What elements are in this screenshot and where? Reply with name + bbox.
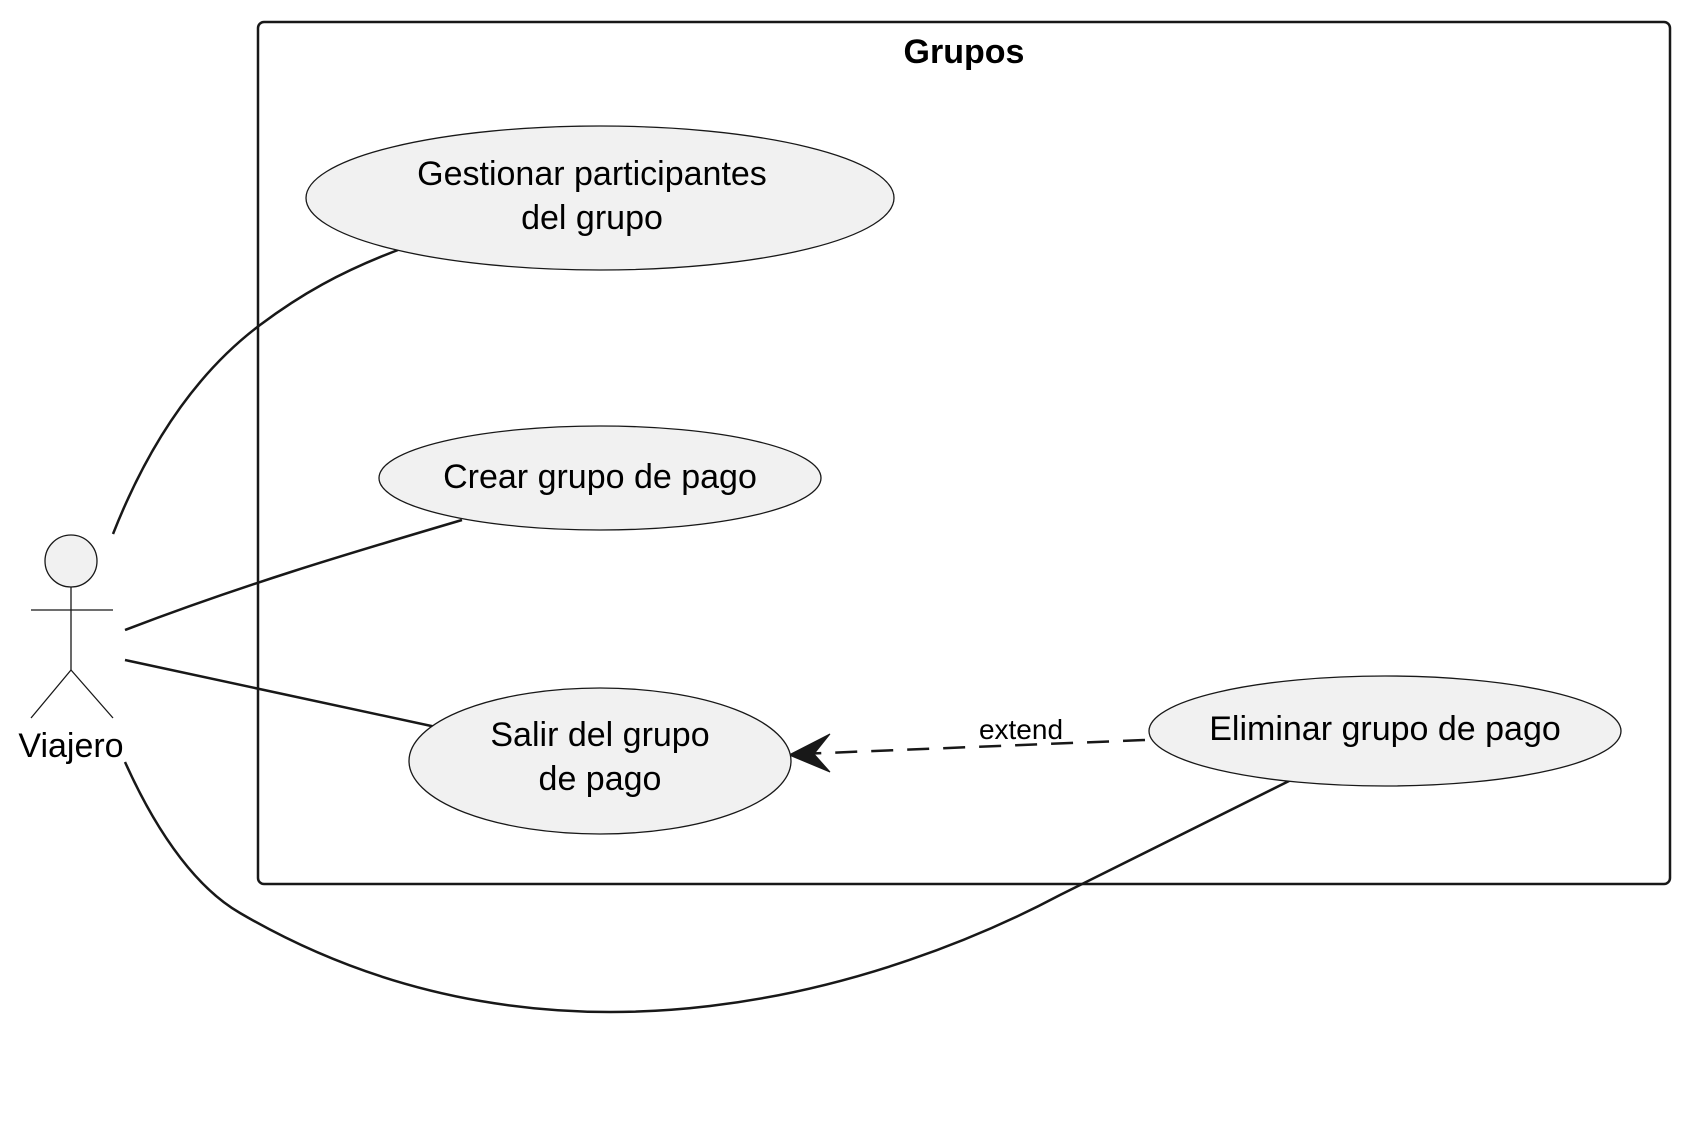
extend-dashed-line <box>799 738 1146 756</box>
association-viajero-gestionar <box>111 248 399 535</box>
usecase-salir-ellipse <box>408 687 792 835</box>
usecase-eliminar-label: Eliminar grupo de pago <box>1209 710 1561 748</box>
extend-arrowhead <box>787 733 831 773</box>
association-viajero-crear <box>124 518 463 632</box>
actor-left-leg <box>30 669 72 719</box>
actor-head <box>44 534 98 588</box>
usecase-eliminar-grupo: Eliminar grupo de pago <box>1148 675 1622 787</box>
usecase-gestionar-participantes: Gestionar participantes del grupo <box>305 125 895 271</box>
usecase-gestionar-ellipse <box>305 125 895 271</box>
usecase-salir-line1: Salir del grupo <box>490 716 709 754</box>
association-lines <box>111 248 1296 1014</box>
association-viajero-eliminar <box>123 761 1296 1014</box>
actor-name-label: Viajero <box>18 727 123 765</box>
usecase-gestionar-line2: del grupo <box>521 199 663 237</box>
usecase-crear-grupo: Crear grupo de pago <box>378 425 822 531</box>
system-boundary-title: Grupos <box>904 33 1025 71</box>
usecase-gestionar-line1: Gestionar participantes <box>417 155 767 193</box>
extend-label: extend <box>979 714 1063 745</box>
extend-dependency: extend <box>787 714 1146 773</box>
usecase-eliminar-ellipse <box>1148 675 1622 787</box>
usecase-crear-ellipse <box>378 425 822 531</box>
association-viajero-salir <box>124 658 437 729</box>
actor-viajero: Viajero <box>18 534 124 765</box>
usecase-crear-label: Crear grupo de pago <box>443 458 757 496</box>
actor-right-leg <box>70 669 114 719</box>
usecase-salir-line2: de pago <box>539 760 662 798</box>
usecase-salir-grupo: Salir del grupo de pago <box>408 687 792 835</box>
